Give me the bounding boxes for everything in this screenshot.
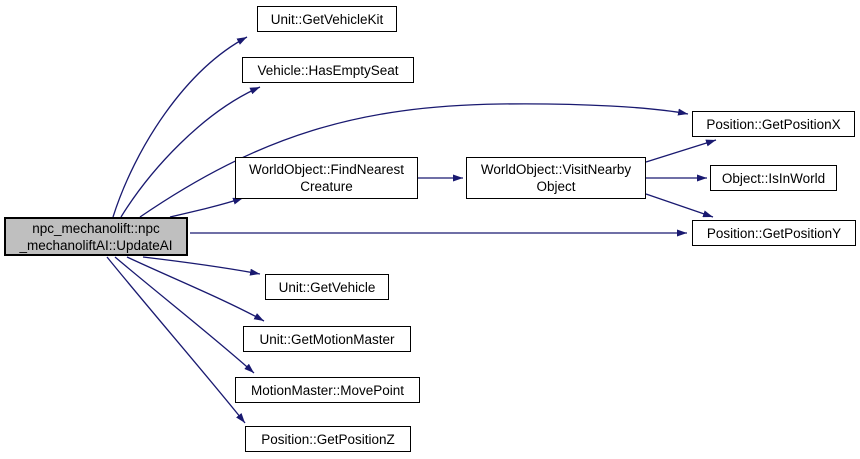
edge-updateai-getpositionx (139, 103, 689, 218)
node-isinworld[interactable]: Object::IsInWorld (710, 165, 837, 191)
edge-updateai-findnearestcreature (169, 197, 244, 218)
edge-updateai-movepoint (114, 256, 255, 374)
node-getvehiclekit[interactable]: Unit::GetVehicleKit (257, 6, 397, 32)
node-findnearestcreature[interactable]: WorldObject::FindNearest Creature (235, 157, 418, 199)
node-getpositionx[interactable]: Position::GetPositionX (692, 111, 855, 137)
node-updateai: npc_mechanolift::npc _mechanoliftAI::Upd… (4, 217, 188, 256)
node-movepoint[interactable]: MotionMaster::MovePoint (235, 377, 420, 403)
edge-updateai-getvehicle (142, 256, 261, 276)
edge-updateai-hasemptyseat (120, 86, 261, 218)
node-visitnearbyobject[interactable]: WorldObject::VisitNearby Object (466, 157, 646, 199)
node-getvehicle[interactable]: Unit::GetVehicle (265, 274, 389, 300)
edge-visitnearbyobject-getpositiony (645, 193, 714, 218)
node-getpositionz[interactable]: Position::GetPositionZ (245, 426, 411, 452)
edge-updateai-getvehiclekit (112, 36, 248, 218)
edge-updateai-getmotionmaster (126, 256, 265, 322)
node-getmotionmaster[interactable]: Unit::GetMotionMaster (243, 326, 411, 352)
node-hasemptyseat[interactable]: Vehicle::HasEmptySeat (242, 57, 414, 83)
edge-visitnearbyobject-getpositionx (645, 139, 717, 163)
edge-updateai-getpositionz (106, 256, 246, 424)
node-getpositiony[interactable]: Position::GetPositionY (692, 220, 856, 246)
